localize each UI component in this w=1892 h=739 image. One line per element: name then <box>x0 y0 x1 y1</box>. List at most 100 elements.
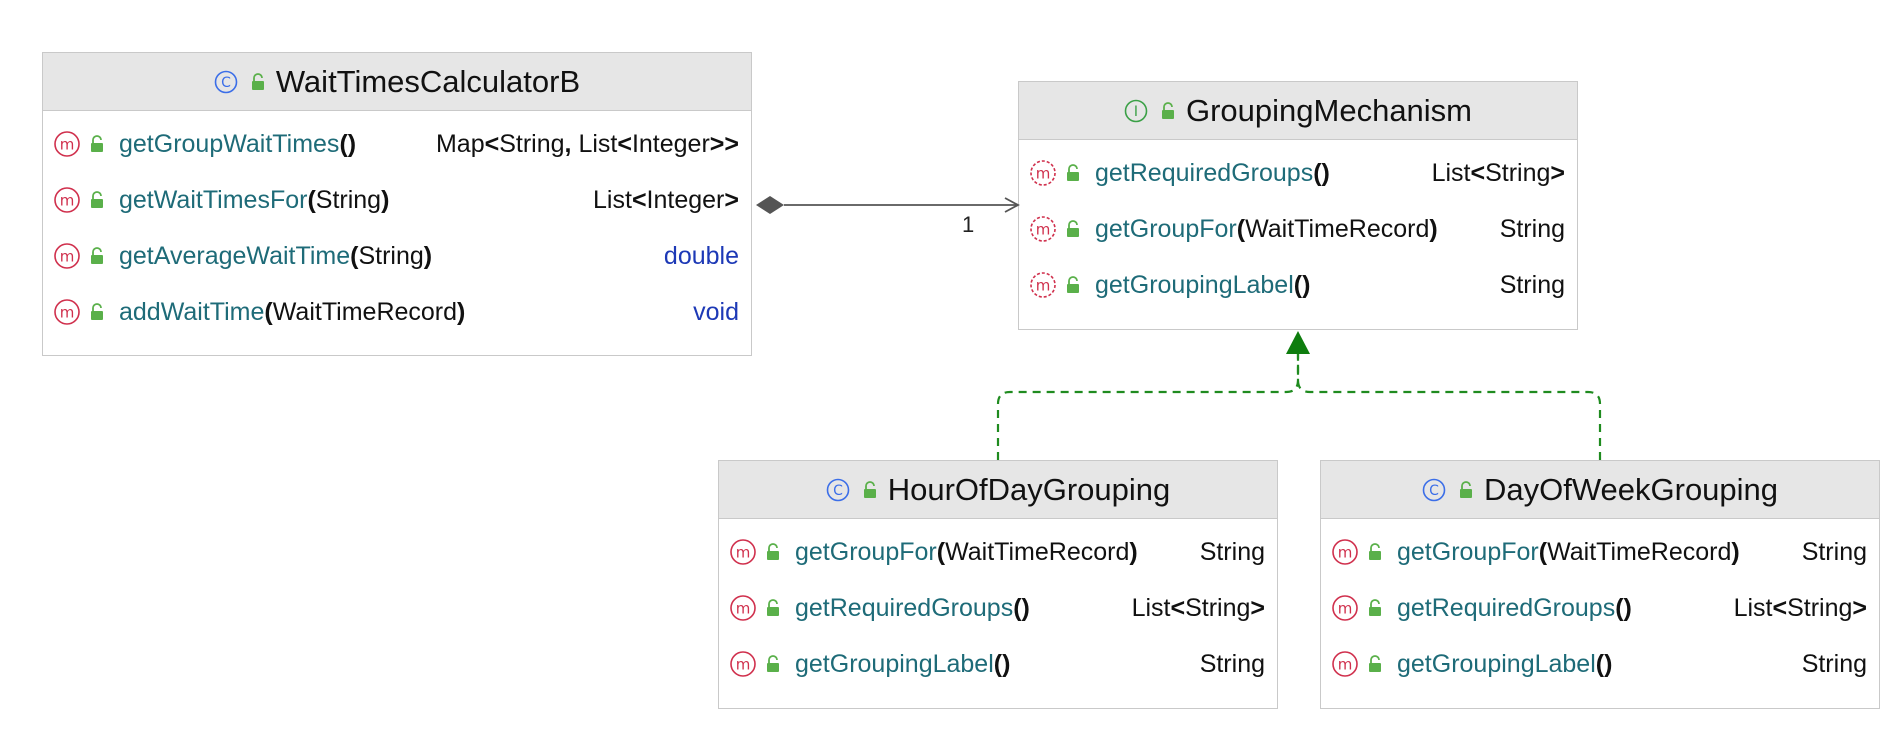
method-name: addWaitTime <box>119 297 265 326</box>
composition-connector[interactable] <box>756 196 1020 214</box>
method-row[interactable]: m getGroupingLabel() String <box>1019 257 1577 313</box>
interface-icon: I <box>1124 99 1148 123</box>
class-box-day-of-week-grouping[interactable]: C DayOfWeekGrouping m getGroupFor(WaitTim… <box>1320 460 1880 709</box>
svg-text:m: m <box>1036 165 1051 183</box>
method-signature: getAverageWaitTime(String) <box>119 241 433 270</box>
return-type: List<String> <box>1733 593 1867 622</box>
public-lock-icon <box>89 190 105 210</box>
return-type: String <box>1199 537 1265 566</box>
method-icon: m <box>1331 594 1359 622</box>
method-name: getRequiredGroups <box>1095 158 1314 187</box>
return-type: String <box>1499 214 1565 243</box>
public-lock-icon <box>250 72 266 92</box>
class-members: m getGroupFor(WaitTimeRecord) String m getRe… <box>1321 519 1879 692</box>
composition-diamond <box>756 196 784 214</box>
interface-box-grouping-mechanism[interactable]: I GroupingMechanism m getRequiredGroups()… <box>1018 81 1578 330</box>
return-type: String <box>1499 270 1565 299</box>
public-lock-icon <box>1065 275 1081 295</box>
realization-path-day-of-week <box>1296 350 1602 460</box>
return-type: String <box>1801 537 1867 566</box>
method-name: getRequiredGroups <box>1397 593 1616 622</box>
class-icon: C <box>1422 478 1446 502</box>
realization-arrowhead <box>1286 331 1310 354</box>
method-params: WaitTimeRecord <box>945 537 1130 566</box>
public-lock-icon <box>89 246 105 266</box>
method-params: WaitTimeRecord <box>1547 537 1732 566</box>
public-lock-icon <box>89 134 105 154</box>
svg-text:C: C <box>833 483 843 499</box>
method-row[interactable]: m getAverageWaitTime(String) double <box>43 228 751 284</box>
abstract-method-icon: m <box>1029 159 1057 187</box>
method-signature: getRequiredGroups() <box>1095 158 1330 187</box>
svg-text:m: m <box>736 544 751 562</box>
method-params: WaitTimeRecord <box>272 297 458 326</box>
public-lock-icon <box>1367 598 1383 618</box>
return-type: Map<String, List<Integer>> <box>435 129 739 158</box>
method-name: getGroupWaitTimes <box>119 129 340 158</box>
class-icon: C <box>826 478 850 502</box>
method-signature: getWaitTimesFor(String) <box>119 185 390 214</box>
class-name: HourOfDayGrouping <box>887 471 1171 507</box>
method-signature: getRequiredGroups() <box>795 593 1030 622</box>
method-name: getGroupFor <box>795 537 937 566</box>
realization-path-hour-of-day <box>996 350 1300 460</box>
class-header: C HourOfDayGrouping <box>719 461 1277 519</box>
realization-connector[interactable] <box>996 331 1602 460</box>
public-lock-icon <box>1065 219 1081 239</box>
public-lock-icon <box>765 654 781 674</box>
public-lock-icon <box>1367 542 1383 562</box>
class-name: GroupingMechanism <box>1185 92 1473 128</box>
method-params: WaitTimeRecord <box>1245 214 1430 243</box>
svg-text:m: m <box>60 304 75 322</box>
svg-text:m: m <box>1338 600 1353 618</box>
svg-text:m: m <box>60 248 75 266</box>
method-row[interactable]: m getRequiredGroups() List<String> <box>1321 580 1879 636</box>
method-signature: getGroupFor(WaitTimeRecord) <box>1397 537 1740 566</box>
public-lock-icon <box>862 480 878 500</box>
method-icon: m <box>729 650 757 678</box>
method-params: String <box>315 185 382 214</box>
class-icon: C <box>214 70 238 94</box>
method-name: getRequiredGroups <box>795 593 1014 622</box>
abstract-method-icon: m <box>1029 271 1057 299</box>
return-type: List<Integer> <box>593 185 739 214</box>
svg-text:m: m <box>60 136 75 154</box>
public-lock-icon <box>765 598 781 618</box>
method-icon: m <box>53 242 81 270</box>
method-signature: getGroupingLabel() <box>1095 270 1311 299</box>
class-name: DayOfWeekGrouping <box>1483 471 1779 507</box>
method-icon: m <box>729 538 757 566</box>
method-name: getGroupFor <box>1095 214 1237 243</box>
class-header: I GroupingMechanism <box>1019 82 1577 140</box>
class-header: C DayOfWeekGrouping <box>1321 461 1879 519</box>
method-icon: m <box>1331 538 1359 566</box>
public-lock-icon <box>89 302 105 322</box>
return-type: String <box>1801 649 1867 678</box>
svg-text:C: C <box>1429 483 1439 499</box>
return-type: void <box>693 297 739 326</box>
svg-text:m: m <box>1338 656 1353 674</box>
return-type: String <box>1199 649 1265 678</box>
method-icon: m <box>729 594 757 622</box>
abstract-method-icon: m <box>1029 215 1057 243</box>
return-type: double <box>663 241 739 270</box>
method-row[interactable]: m getGroupFor(WaitTimeRecord) String <box>1321 524 1879 580</box>
method-signature: getRequiredGroups() <box>1397 593 1632 622</box>
method-name: getGroupingLabel <box>1095 270 1294 299</box>
svg-text:m: m <box>1036 277 1051 295</box>
method-name: getWaitTimesFor <box>119 185 308 214</box>
